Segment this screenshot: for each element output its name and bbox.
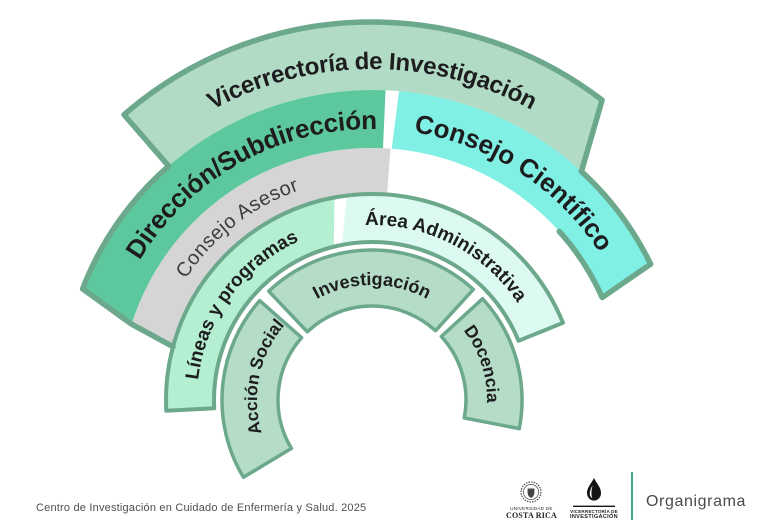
arc-area-administrativa [341, 194, 563, 341]
brand-divider [631, 472, 634, 520]
ucr-seal-icon [520, 481, 543, 503]
footer-brand: UNIVERSIDAD DE COSTA RICA VICERRECTORÍA … [506, 472, 746, 520]
arc-investigacion [267, 248, 476, 334]
arc-direccion-subdireccion [82, 90, 386, 325]
arc-vicerrectoria-outline [121, 19, 605, 175]
vicerrectoria-logo-line1: VICERRECTORÍA DE [570, 509, 618, 514]
arc-vicerrectoria [124, 21, 603, 172]
vicerrectoria-logo-line2: INVESTIGACIÓN [569, 514, 619, 520]
organigrama-title: Organigrama [646, 493, 746, 510]
arc-accion-social [220, 298, 304, 480]
arc-direccion-outline [79, 163, 176, 350]
ucr-logo-line2: COSTA RICA [505, 511, 557, 520]
ucr-logo: UNIVERSIDAD DE COSTA RICA [506, 481, 557, 520]
vicerrectoria-logo: VICERRECTORÍA DE INVESTIGACIÓN [570, 477, 618, 520]
arc-consejo-cientifico [391, 91, 651, 298]
arc-lineas-y-programas [165, 197, 335, 411]
ucr-logo-line1: UNIVERSIDAD DE [510, 506, 553, 511]
arc-consejo-cientifico-outline [556, 168, 654, 301]
flame-icon [572, 478, 615, 507]
arc-level4-outline [164, 192, 565, 413]
arc-docencia [439, 296, 524, 431]
footer-caption: Centro de Investigación en Cuidado de En… [36, 502, 367, 514]
